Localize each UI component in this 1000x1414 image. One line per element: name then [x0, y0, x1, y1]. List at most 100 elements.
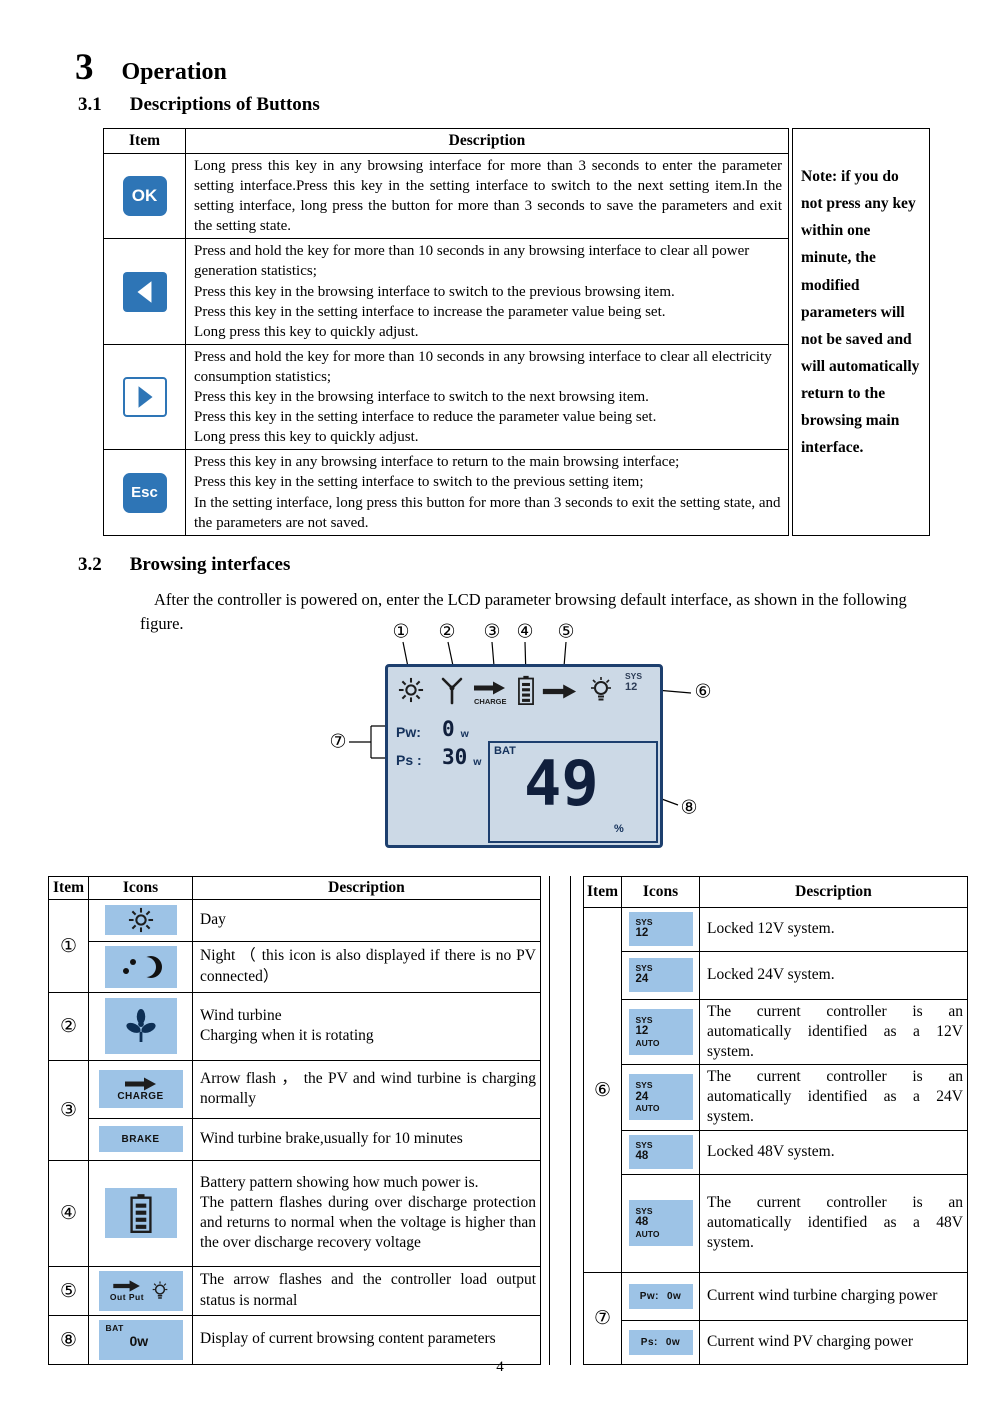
charge-arrow-icon: CHARGE: [474, 681, 507, 706]
sys-label: SYS: [625, 670, 643, 681]
sys48-description: Locked 48V system.: [699, 1129, 968, 1175]
sys-48-icon: SYS 48: [628, 1135, 693, 1170]
pw-unit: w: [460, 727, 469, 740]
ok-key-icon: OK: [122, 176, 167, 217]
section-number: 3: [75, 47, 94, 88]
column-header-item: Item: [103, 128, 186, 154]
brake-label: BRAKE: [121, 1133, 160, 1145]
pw-readout: Pw: 0 w: [396, 718, 469, 740]
table-row-charge: ③ CHARGE Arrow flash ， the PV and wind t…: [48, 1059, 541, 1161]
item-4: ④: [48, 1159, 89, 1267]
sys-value: 12: [635, 927, 649, 940]
lcd-panel: CHARGE SYS 12 Pw: 0 w Ps : 30: [385, 663, 663, 848]
page-number: 4: [496, 1359, 504, 1375]
ps-value: 30: [442, 744, 468, 769]
sys-value: 24: [635, 1090, 649, 1103]
icons-table-left: Item Icons Description ① Day Night （ thi…: [48, 875, 541, 1365]
callout-8: ⑧: [680, 796, 698, 819]
sys-value: 48: [635, 1150, 649, 1163]
ps-value: 0w: [665, 1336, 681, 1348]
table-row-sys24: SYS 24 Locked 24V system.: [584, 950, 968, 1000]
sys-label: SYS: [635, 1079, 653, 1090]
esc-key-description: Press this key in any browsing interface…: [185, 449, 789, 536]
column-header-icons: Icons: [88, 875, 193, 900]
wind-turbine-icon: [438, 675, 466, 705]
night-description: Night （ this icon is also displayed if t…: [192, 940, 541, 993]
table-row-previous: Press and hold the key for more than 10 …: [103, 238, 789, 345]
pw-description: Current wind turbine charging power: [699, 1271, 968, 1321]
battery-icon: [516, 675, 536, 705]
bat-reading-icon: BAT 0w: [98, 1319, 183, 1360]
buttons-section: Item Description OK Long press this key …: [103, 128, 1000, 536]
sys-value: 24: [635, 973, 649, 986]
bat-value: 0w: [129, 1332, 149, 1349]
ps-description: Current wind PV charging power: [699, 1319, 968, 1365]
table-row-sys12-auto: SYS 12 AUTO The current controller is an…: [584, 998, 968, 1066]
pw-label: Pw:: [396, 723, 421, 740]
sys24-auto-description: The current controller is an automatical…: [699, 1064, 968, 1131]
battery-description: Battery pattern showing how much power i…: [192, 1159, 541, 1267]
icons-table-right: Item Icons Description ⑥ SYS 12 Locked 1…: [583, 875, 968, 1365]
ok-key-description: Long press this key in any browsing inte…: [185, 152, 789, 240]
page-title: Operation: [121, 59, 227, 85]
charge-arrow-icon: CHARGE: [98, 1070, 183, 1109]
intro-paragraph: After the controller is powered on, ente…: [140, 589, 907, 633]
sys12-auto-description: The current controller is an automatical…: [699, 998, 968, 1066]
pw-value: 0w: [666, 1290, 682, 1302]
column-header-item: Item: [48, 875, 89, 900]
pw-label: Pw:: [639, 1290, 659, 1302]
battery-percentage-box: BAT 49 %: [488, 740, 658, 843]
load-arrow-icon: [542, 684, 578, 699]
item-5: ⑤: [48, 1265, 89, 1316]
table-row-brake: BRAKE Wind turbine brake,usually for 10 …: [49, 1117, 541, 1161]
item-2: ②: [48, 991, 89, 1061]
output-description: The arrow flashes and the controller loa…: [192, 1265, 541, 1316]
callout-2: ②: [438, 620, 456, 643]
bat-label: BAT: [105, 1322, 124, 1333]
table-row-battery: ④ Battery pattern showing how much power…: [48, 1159, 541, 1267]
table-row-pw: ⑦ Pw: 0w Current wind turbine charging p…: [583, 1271, 968, 1365]
table-row-sys12: ⑥ SYS 12 Locked 12V system.: [583, 906, 968, 1273]
column-header-icons: Icons: [621, 875, 700, 908]
charge-description: Arrow flash ， the PV and wind turbine is…: [192, 1059, 541, 1119]
auto-label: AUTO: [635, 1228, 660, 1239]
sys-indicator: SYS 12: [625, 670, 643, 693]
column-header-item: Item: [583, 875, 622, 908]
sys-48-auto-icon: SYS 48 AUTO: [628, 1200, 693, 1247]
sys-value: 12: [635, 1025, 649, 1038]
ps-label: Ps :: [396, 751, 422, 768]
sys-value: 12: [625, 680, 638, 693]
table-header-row: Item Icons Description: [583, 875, 968, 908]
callout-6: ⑥: [694, 680, 712, 703]
wind-turbine-description: Wind turbine Charging when it is rotatin…: [192, 991, 541, 1061]
item-8: ⑧: [48, 1314, 89, 1365]
sys-24-icon: SYS 24: [628, 958, 693, 993]
subsection-title: Browsing interfaces: [129, 553, 291, 575]
note-box: Note: if you do not press any key within…: [792, 128, 930, 536]
brake-description: Wind turbine brake,usually for 10 minute…: [192, 1117, 541, 1161]
subsection-number: 3.2: [78, 553, 102, 575]
esc-key-icon: Esc: [122, 472, 167, 513]
sys-label: SYS: [635, 1014, 653, 1025]
bat-unit: %: [614, 822, 624, 835]
sys-label: SYS: [635, 962, 653, 973]
output-label: Out Put: [109, 1291, 145, 1302]
table-row-esc: Esc Press this key in any browsing inter…: [103, 449, 789, 536]
table-divider: [549, 875, 571, 1365]
wind-turbine-icon: [104, 998, 177, 1055]
lcd-figure: ① ② ③ ④ ⑤ ⑥ ⑦ ⑧ CHARGE: [0, 622, 1000, 862]
sun-icon: [104, 905, 177, 936]
previous-key-icon: [122, 271, 167, 312]
ps-unit: w: [473, 755, 482, 768]
table-row-sys48: SYS 48 Locked 48V system.: [584, 1129, 968, 1175]
bat-value: 49: [524, 746, 599, 820]
item-1: ①: [48, 898, 89, 993]
previous-key-description: Press and hold the key for more than 10 …: [185, 238, 789, 345]
sys-24-auto-icon: SYS 24 AUTO: [628, 1074, 693, 1121]
auto-label: AUTO: [635, 1102, 660, 1113]
column-header-description: Description: [699, 875, 968, 908]
callout-7: ⑦: [329, 730, 347, 753]
ps-reading-icon: Ps: 0w: [628, 1329, 693, 1355]
sys-label: SYS: [635, 1205, 653, 1216]
